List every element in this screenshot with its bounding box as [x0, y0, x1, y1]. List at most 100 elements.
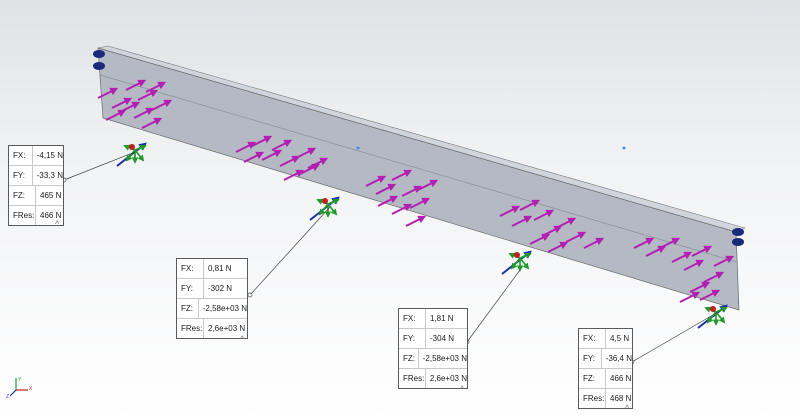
callout-row-fres: FRes: 468 N: [579, 388, 632, 408]
fres-value: 2,6e+03 N: [208, 324, 246, 333]
fx-label: FX:: [579, 329, 606, 348]
distributed-load-arrow-icon: [391, 169, 413, 181]
fx-label: FX:: [177, 259, 204, 278]
fy-label: FY:: [579, 349, 602, 368]
distributed-load-arrow-icon: [529, 233, 551, 245]
distributed-load-arrow-icon: [125, 79, 147, 91]
distributed-load-arrow-icon: [699, 289, 721, 301]
callout-row-fx: FX: 4,5 N: [579, 329, 632, 348]
fy-label: FY:: [177, 279, 204, 298]
fz-label: FZ:: [177, 299, 199, 318]
callout-row-fz: FZ: 466 N: [579, 368, 632, 388]
collapse-callout-2-icon[interactable]: ^: [240, 334, 245, 344]
distributed-load-arrow-icon: [375, 183, 397, 195]
fx-value: -4,15 N: [36, 151, 63, 160]
collapse-callout-3-icon[interactable]: ^: [460, 384, 465, 394]
collapse-callout-4-icon[interactable]: ^: [625, 403, 630, 413]
distributed-load-arrow-icon: [401, 185, 423, 197]
distributed-load-arrow-icon: [307, 157, 329, 169]
fixture-support-icon: [309, 196, 340, 221]
distributed-load-arrow-icon: [703, 271, 725, 283]
fy-value: -33,3 N: [36, 171, 63, 180]
distributed-load-arrow-icon: [499, 205, 521, 217]
fx-label: FX:: [399, 309, 426, 328]
distributed-load-arrow-icon: [299, 163, 321, 175]
distributed-load-arrow-icon: [583, 237, 605, 249]
distributed-load-arrow-icon: [683, 259, 705, 271]
fy-value: -302 N: [208, 284, 233, 293]
distributed-load-arrow-icon: [417, 179, 439, 191]
distributed-load-arrow-icon: [555, 217, 577, 229]
callout-row-fy: FY:-304 N: [399, 328, 467, 348]
callout-row-fz: FZ:-2,58e+03 N: [399, 348, 467, 368]
distributed-load-arrow-icon: [679, 291, 701, 303]
fres-value: 2,6e+03 N: [429, 374, 467, 383]
distributed-load-arrow-icon: [145, 81, 167, 93]
fres-value: 468 N: [610, 394, 632, 403]
callout-row-fres: FRes:2,6e+03 N: [399, 368, 467, 388]
fx-label: FX:: [9, 146, 33, 165]
distributed-load-arrow-icon: [111, 97, 133, 109]
fixture-support-icon: [697, 304, 728, 329]
distributed-load-arrow-icon: [659, 237, 681, 249]
fx-value: 1,81 N: [430, 314, 454, 323]
distributed-load-arrow-icon: [133, 107, 155, 119]
collapse-callout-1-icon[interactable]: ^: [55, 219, 60, 229]
distributed-load-arrow-icon: [713, 255, 735, 267]
fz-label: FZ:: [579, 369, 606, 388]
distributed-load-arrow-icon: [251, 135, 273, 147]
beam-front-face: [97, 47, 740, 311]
distributed-load-arrow-icon: [137, 89, 159, 101]
reaction-force-callout-4[interactable]: FX: 4,5 N FY:-36,4 N FZ: 466 N FRes: 468 N: [578, 328, 633, 409]
distributed-load-arrow-icon: [391, 203, 413, 215]
fz-label: FZ:: [399, 349, 419, 368]
fres-label: FRes:: [579, 389, 606, 408]
distributed-load-arrow-icon: [511, 215, 533, 227]
reaction-force-callout-3[interactable]: FX: 1,81 N FY:-304 N FZ:-2,58e+03 N FRes:…: [398, 308, 468, 389]
fy-label: FY:: [9, 166, 33, 185]
callout-row-fres: FRes:466 N: [9, 205, 63, 225]
distributed-load-arrow-icon: [295, 147, 317, 159]
distributed-load-arrow-icon: [271, 139, 293, 151]
distributed-load-arrow-icon: [519, 199, 541, 211]
distributed-load-arrow-icon: [405, 215, 427, 227]
fx-value: 4,5 N: [610, 334, 630, 343]
distributed-load-arrow-icon: [235, 141, 257, 153]
callout-row-fx: FX: 1,81 N: [399, 309, 467, 328]
fx-value: 0,81 N: [208, 264, 232, 273]
distributed-load-arrow-icon: [533, 209, 555, 221]
distributed-load-arrow-icon: [151, 99, 173, 111]
distributed-load-arrow-icon: [547, 241, 569, 253]
distributed-load-arrow-icon: [261, 149, 283, 161]
reaction-force-callout-1[interactable]: FX:-4,15 N FY:-33,3 N FZ:465 N FRes:466 …: [8, 145, 64, 226]
fres-label: FRes:: [9, 206, 36, 225]
reaction-force-callout-2[interactable]: FX: 0,81 N FY: -302 N FZ:-2,58e+03 N FRes:…: [176, 258, 248, 339]
distributed-load-arrow-icon: [633, 237, 655, 249]
callout-row-fx: FX: 0,81 N: [177, 259, 247, 278]
fres-label: FRes:: [177, 319, 204, 338]
callout-row-fres: FRes: 2,6e+03 N: [177, 318, 247, 338]
beam-model[interactable]: [93, 45, 746, 311]
distributed-load-arrow-icon: [377, 195, 399, 207]
fz-value: -2,58e+03 N: [202, 304, 247, 313]
callout-row-fy: FY:-36,4 N: [579, 348, 632, 368]
callout-row-fy: FY:-33,3 N: [9, 165, 63, 185]
fz-label: FZ:: [9, 186, 36, 205]
distributed-load-arrow-icon: [279, 155, 301, 167]
distributed-load-arrow-icon: [119, 101, 141, 113]
distributed-load-arrow-icon: [671, 251, 693, 263]
beam-end-marker-right: [732, 228, 744, 236]
distributed-load-arrow-icon: [689, 281, 711, 293]
fy-value: -304 N: [430, 334, 455, 343]
fres-label: FRes:: [399, 369, 426, 388]
fixture-support-icon: [116, 142, 147, 167]
fz-value: 466 N: [610, 374, 632, 383]
callout-row-fx: FX:-4,15 N: [9, 146, 63, 165]
callout-row-fz: FZ:465 N: [9, 185, 63, 205]
distributed-load-arrow-icon: [691, 245, 713, 257]
distributed-load-arrow-icon: [141, 117, 163, 129]
callout-row-fz: FZ:-2,58e+03 N: [177, 298, 247, 318]
distributed-load-arrow-icon: [409, 197, 431, 209]
triad-z-label: Z: [6, 394, 9, 400]
